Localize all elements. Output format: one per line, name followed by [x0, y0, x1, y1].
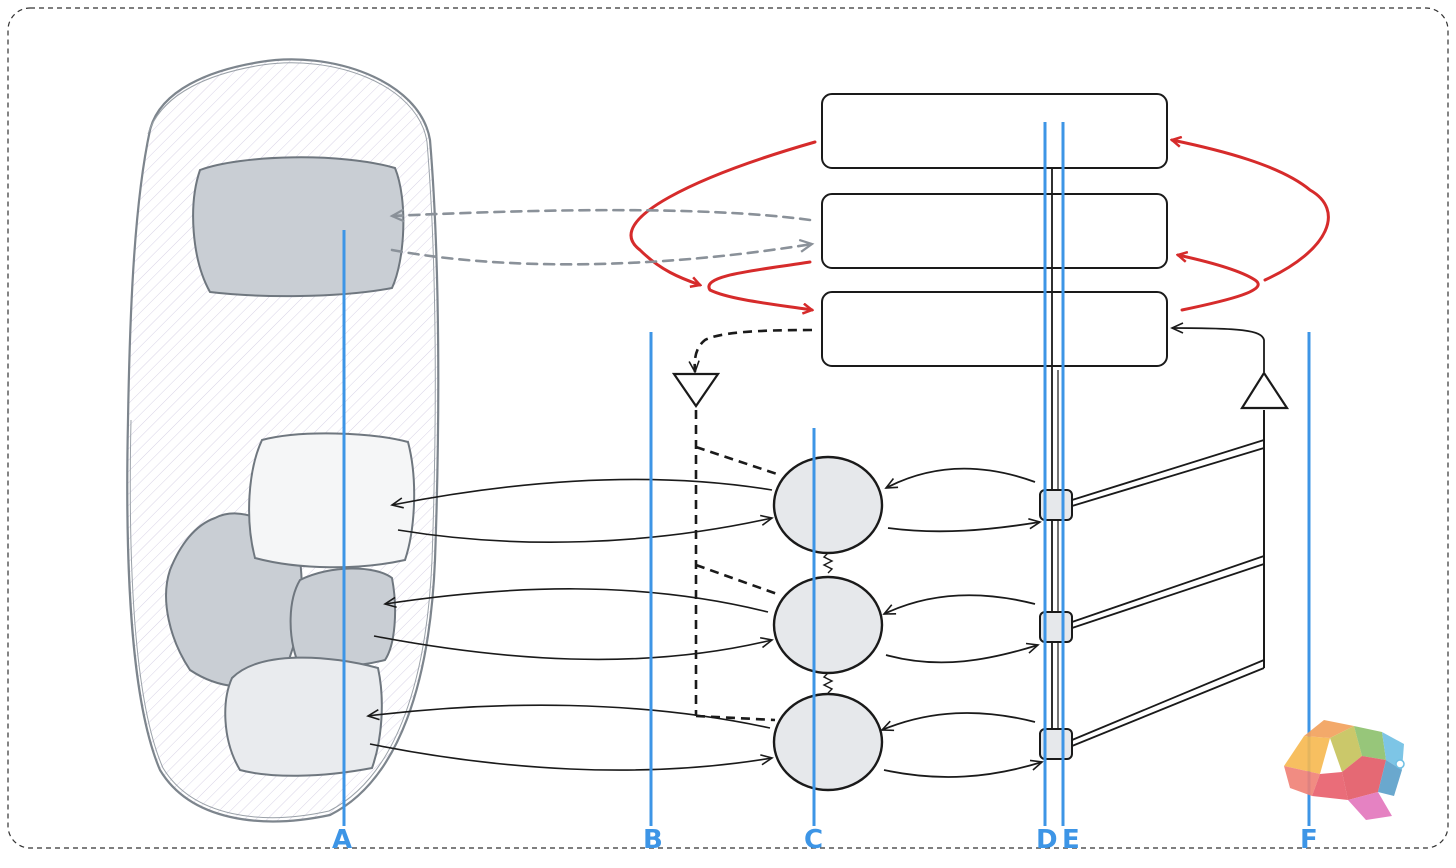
circle3-to-region: [366, 704, 771, 729]
node-line-1: [1071, 439, 1265, 501]
marker-label-a: A: [332, 825, 352, 855]
region-to-circle3: [369, 743, 774, 771]
outer-frame: [7, 7, 1449, 849]
node3-to-circle3: [880, 712, 1036, 732]
brain-region: [126, 58, 440, 823]
brain-logo-icon: [1284, 720, 1405, 820]
marker-label-f: F: [1300, 825, 1318, 855]
region-circle-arrows: [366, 478, 774, 771]
node-to-bus-lines: [1071, 439, 1265, 747]
node-line-3b: [1071, 667, 1265, 747]
triangle-up-right: [1240, 370, 1290, 410]
cell-circles: [772, 455, 884, 792]
region-to-circle1: [397, 514, 774, 543]
circle2-to-region: [383, 588, 769, 613]
lower-blob-light-top: [248, 432, 416, 569]
gray-arrow-to-region: [389, 208, 812, 223]
dashed-to-left-triangle: [688, 328, 813, 374]
marker-labels: A B C D E F: [332, 825, 1318, 855]
circle1-to-node1: [887, 518, 1042, 533]
region-to-circle2: [373, 635, 774, 661]
region-outline-echo: [129, 62, 436, 819]
circle-node-arrows: [880, 467, 1044, 778]
red-loop-right: [1172, 140, 1330, 312]
node-line-2b: [1071, 563, 1265, 629]
marker-label-e: E: [1062, 825, 1080, 855]
marker-label-d: D: [1036, 825, 1058, 855]
gray-arrow-to-stack: [390, 238, 815, 266]
node-line-3: [1071, 659, 1265, 741]
marker-label-b: B: [643, 825, 663, 855]
lower-blob-light-bottom: [224, 656, 383, 777]
red-arrow-bottom-to-top: [1172, 140, 1330, 282]
marker-label-c: C: [804, 825, 823, 855]
circle1-to-region: [390, 478, 773, 509]
cell-circle-3: [772, 692, 884, 792]
layer-box-middle: [821, 193, 1168, 269]
node2-to-circle2: [882, 594, 1036, 615]
layer-box-bottom: [821, 291, 1168, 367]
node1-to-circle1: [884, 467, 1036, 489]
dashed-feedback: [688, 328, 813, 722]
right-feedback-line: [1170, 322, 1265, 372]
cortex-blob-top: [192, 156, 405, 298]
triangle-down-left: [671, 372, 721, 408]
dashed-branch-3: [695, 714, 776, 722]
circle3-to-node3: [883, 759, 1044, 778]
circle2-to-node2: [885, 642, 1040, 664]
cell-circle-1: [772, 455, 884, 555]
red-arrow-bottom-to-mid: [1178, 255, 1260, 312]
spring-2: [822, 672, 834, 694]
dashed-branch-2: [695, 563, 781, 597]
node-line-2: [1071, 555, 1265, 623]
cell-circle-2: [772, 575, 884, 675]
dashed-branch-1: [695, 445, 781, 477]
red-loop-left: [629, 140, 817, 310]
spring-1: [822, 552, 834, 574]
layer-box-top: [821, 93, 1168, 169]
red-arrow-top-to-mid: [629, 140, 817, 285]
red-arrow-mid-to-bottom: [707, 260, 812, 310]
layer-stack: [821, 93, 1168, 367]
node-line-1b: [1071, 447, 1265, 507]
gray-dashed-arrows: [389, 208, 815, 266]
